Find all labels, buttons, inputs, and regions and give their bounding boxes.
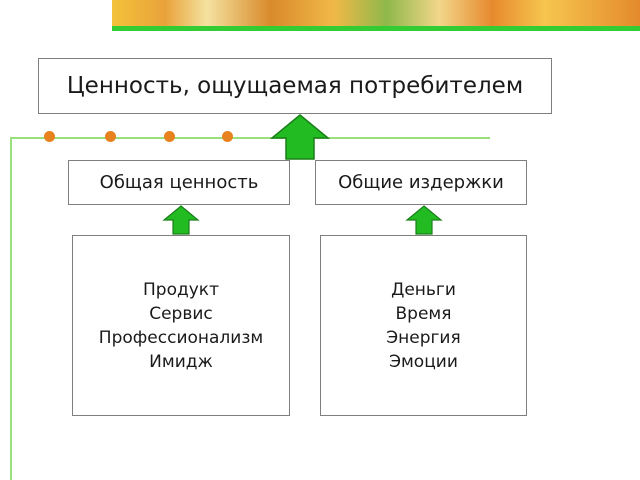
value-components-box: Продукт Сервис Профессионализм Имидж (72, 235, 290, 416)
list-item: Деньги (391, 279, 456, 300)
list-item: Сервис (149, 303, 213, 324)
list-item: Продукт (143, 279, 219, 300)
cost-components-box: Деньги Время Энергия Эмоции (320, 235, 527, 416)
total-value-box: Общая ценность (68, 160, 290, 205)
up-arrow-icon (405, 205, 443, 235)
bullet-dot (222, 131, 233, 142)
perceived-value-title: Ценность, ощущаемая потребителем (66, 73, 524, 99)
up-arrow-icon (162, 205, 200, 235)
up-arrow-icon (269, 114, 331, 160)
total-value-label: Общая ценность (99, 172, 259, 193)
banner-underline (112, 26, 640, 31)
bullet-dot (105, 131, 116, 142)
decorative-banner (112, 0, 640, 26)
bullet-dot (164, 131, 175, 142)
total-costs-label: Общие издержки (338, 172, 504, 193)
decorative-horizontal-line (10, 137, 490, 139)
bullet-dot (44, 131, 55, 142)
list-item: Время (395, 303, 452, 324)
list-item: Имидж (149, 351, 213, 372)
perceived-value-box: Ценность, ощущаемая потребителем (38, 58, 552, 114)
list-item: Профессионализм (98, 327, 264, 348)
list-item: Энергия (386, 327, 461, 348)
total-costs-box: Общие издержки (315, 160, 527, 205)
list-item: Эмоции (389, 351, 458, 372)
decorative-vertical-line (10, 137, 12, 480)
